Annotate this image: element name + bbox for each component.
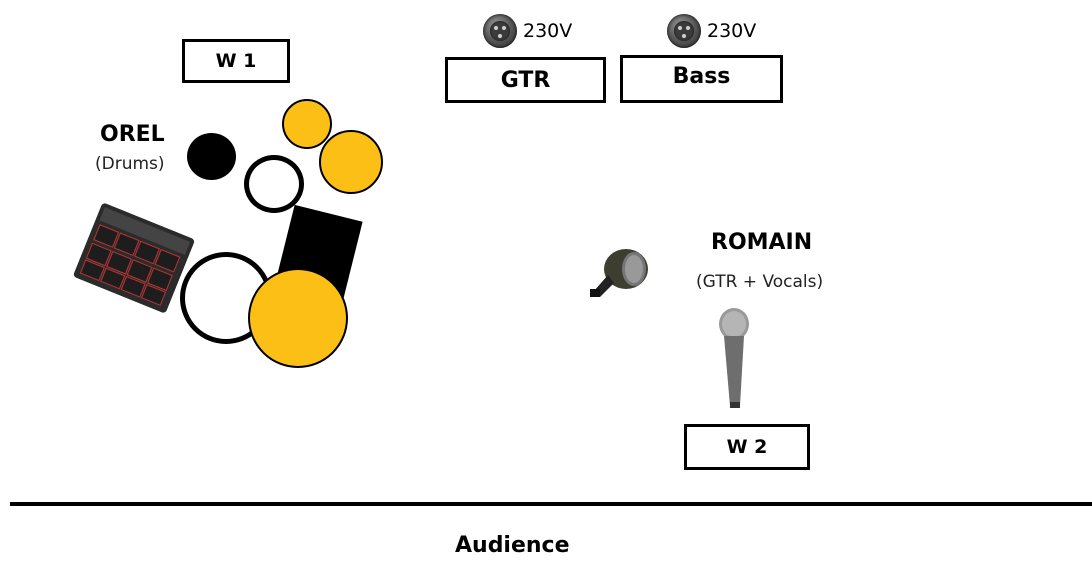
power-outlet-guitar: 230V [483,14,572,48]
harmonica-mic-icon [586,245,656,301]
monitor-w2: W 2 [684,424,810,470]
singer-name: ROMAIN [711,230,813,255]
drummer-name: OREL [100,122,165,147]
monitor-w2-label: W 2 [726,436,768,458]
power-outlet-bass: 230V [667,14,756,48]
singer-role: (GTR + Vocals) [696,272,824,292]
stage-edge-line [10,502,1092,506]
guitar-amp-label: GTR [500,67,551,93]
vocal-mic-icon [712,306,752,410]
monitor-w1-label: W 1 [215,50,257,72]
cymbal-crash [282,99,332,149]
guitar-amp: GTR [445,57,606,103]
power-outlet-icon [483,14,517,48]
cymbal-hihat [187,133,236,180]
bass-amp: Bass [620,55,783,103]
drum-tom [244,155,304,213]
drum-kick [248,268,348,368]
drummer-role: (Drums) [95,154,165,174]
bass-amp-label: Bass [672,64,731,89]
cymbal-ride [319,130,383,194]
power-outlet-icon [667,14,701,48]
audience-label: Audience [455,533,570,558]
power-voltage-label: 230V [523,20,573,42]
power-voltage-label: 230V [707,20,757,42]
monitor-w1: W 1 [182,39,290,83]
drum-pad-icon [73,202,196,314]
